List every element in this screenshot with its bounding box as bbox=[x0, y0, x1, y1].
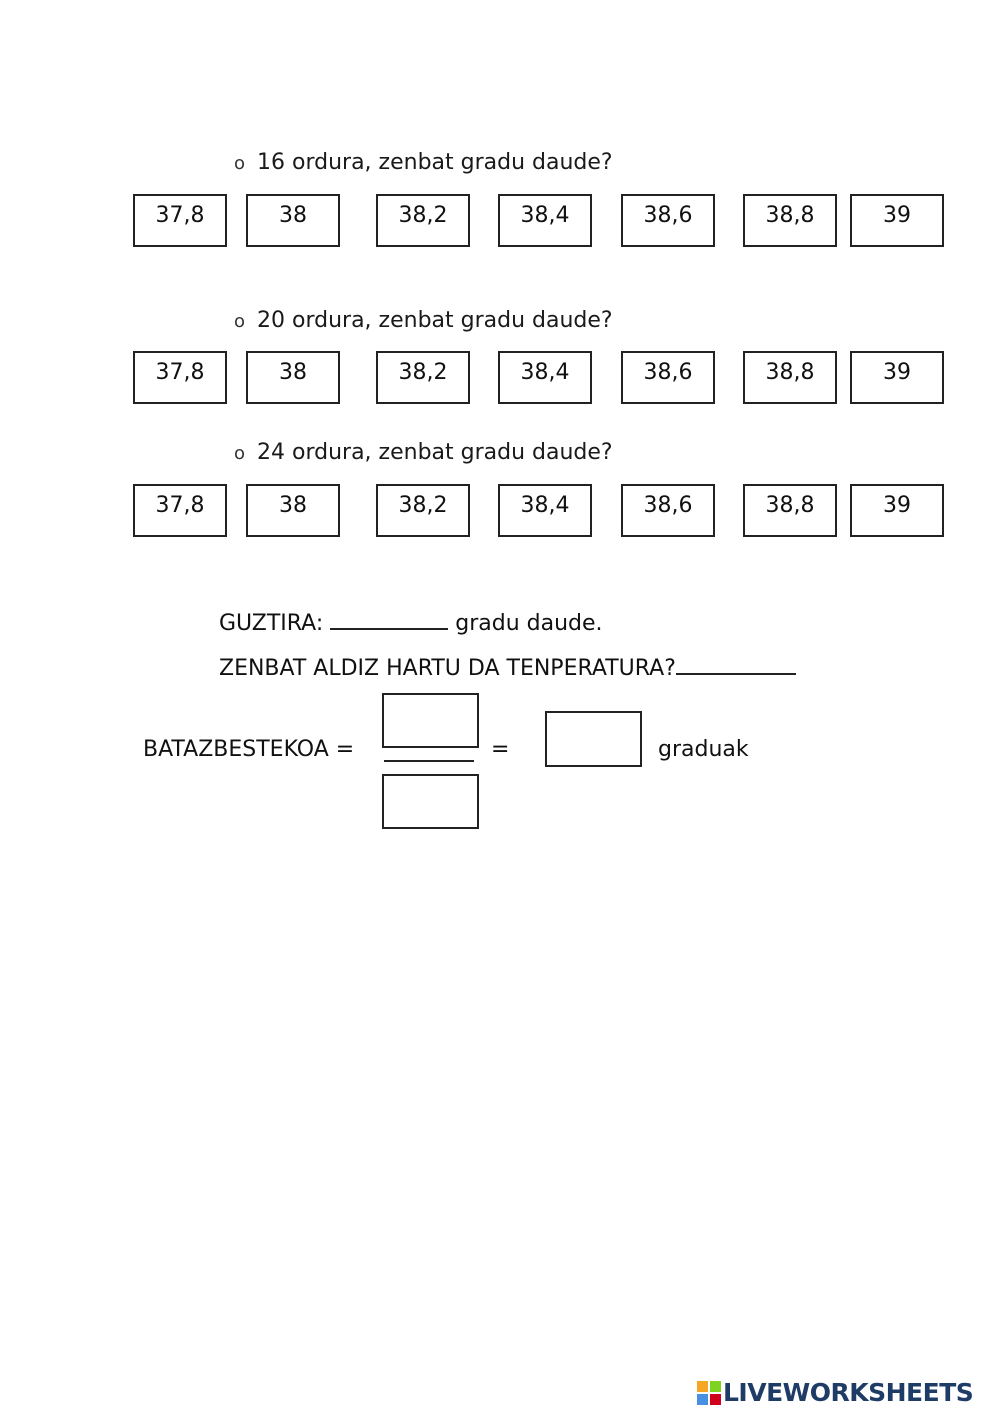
option-2-7[interactable]: 39 bbox=[850, 351, 944, 404]
options-row-1: 37,8 38 38,2 38,4 38,6 38,8 39 bbox=[0, 194, 1000, 250]
question-3-text: 24 ordura, zenbat gradu daude? bbox=[257, 440, 613, 465]
equals-sign: = bbox=[491, 737, 510, 762]
count-question: ZENBAT ALDIZ HARTU DA TENPERATURA? bbox=[219, 656, 676, 681]
question-2: o 20 ordura, zenbat gradu daude? bbox=[234, 308, 613, 333]
unit-label: graduak bbox=[658, 737, 749, 762]
fraction-line bbox=[384, 760, 474, 762]
option-1-7[interactable]: 39 bbox=[850, 194, 944, 247]
count-answer-field[interactable] bbox=[675, 649, 796, 675]
total-prefix: GUZTIRA: bbox=[219, 611, 324, 636]
option-3-5[interactable]: 38,6 bbox=[621, 484, 715, 537]
option-1-3[interactable]: 38,2 bbox=[376, 194, 470, 247]
option-1-5[interactable]: 38,6 bbox=[621, 194, 715, 247]
options-row-2: 37,8 38 38,2 38,4 38,6 38,8 39 bbox=[0, 351, 1000, 407]
option-1-1[interactable]: 37,8 bbox=[133, 194, 227, 247]
question-3: o 24 ordura, zenbat gradu daude? bbox=[234, 440, 613, 465]
total-answer-field[interactable] bbox=[330, 604, 449, 630]
total-line: GUZTIRA: gradu daude. bbox=[219, 604, 603, 636]
option-2-3[interactable]: 38,2 bbox=[376, 351, 470, 404]
average-label: BATAZBESTEKOA = bbox=[143, 737, 355, 762]
option-1-2[interactable]: 38 bbox=[246, 194, 340, 247]
option-2-1[interactable]: 37,8 bbox=[133, 351, 227, 404]
option-2-5[interactable]: 38,6 bbox=[621, 351, 715, 404]
count-line: ZENBAT ALDIZ HARTU DA TENPERATURA? bbox=[219, 649, 796, 681]
question-2-text: 20 ordura, zenbat gradu daude? bbox=[257, 308, 613, 333]
numerator-box[interactable] bbox=[382, 693, 479, 748]
logo-text: LIVEWORKSHEETS bbox=[723, 1378, 974, 1407]
total-suffix: gradu daude. bbox=[455, 611, 603, 636]
option-3-7[interactable]: 39 bbox=[850, 484, 944, 537]
option-1-6[interactable]: 38,8 bbox=[743, 194, 837, 247]
bullet-icon: o bbox=[234, 153, 246, 174]
option-2-2[interactable]: 38 bbox=[246, 351, 340, 404]
option-3-1[interactable]: 37,8 bbox=[133, 484, 227, 537]
option-3-4[interactable]: 38,4 bbox=[498, 484, 592, 537]
option-3-6[interactable]: 38,8 bbox=[743, 484, 837, 537]
option-2-4[interactable]: 38,4 bbox=[498, 351, 592, 404]
question-1: o 16 ordura, zenbat gradu daude? bbox=[234, 150, 613, 175]
option-3-2[interactable]: 38 bbox=[246, 484, 340, 537]
liveworksheets-mark-icon bbox=[697, 1381, 721, 1405]
option-1-4[interactable]: 38,4 bbox=[498, 194, 592, 247]
liveworksheets-logo: LIVEWORKSHEETS bbox=[697, 1378, 995, 1408]
denominator-box[interactable] bbox=[382, 774, 479, 829]
option-2-6[interactable]: 38,8 bbox=[743, 351, 837, 404]
option-3-3[interactable]: 38,2 bbox=[376, 484, 470, 537]
question-1-text: 16 ordura, zenbat gradu daude? bbox=[257, 150, 613, 175]
bullet-icon: o bbox=[234, 443, 246, 464]
options-row-3: 37,8 38 38,2 38,4 38,6 38,8 39 bbox=[0, 484, 1000, 540]
bullet-icon: o bbox=[234, 311, 246, 332]
result-box[interactable] bbox=[545, 711, 642, 767]
